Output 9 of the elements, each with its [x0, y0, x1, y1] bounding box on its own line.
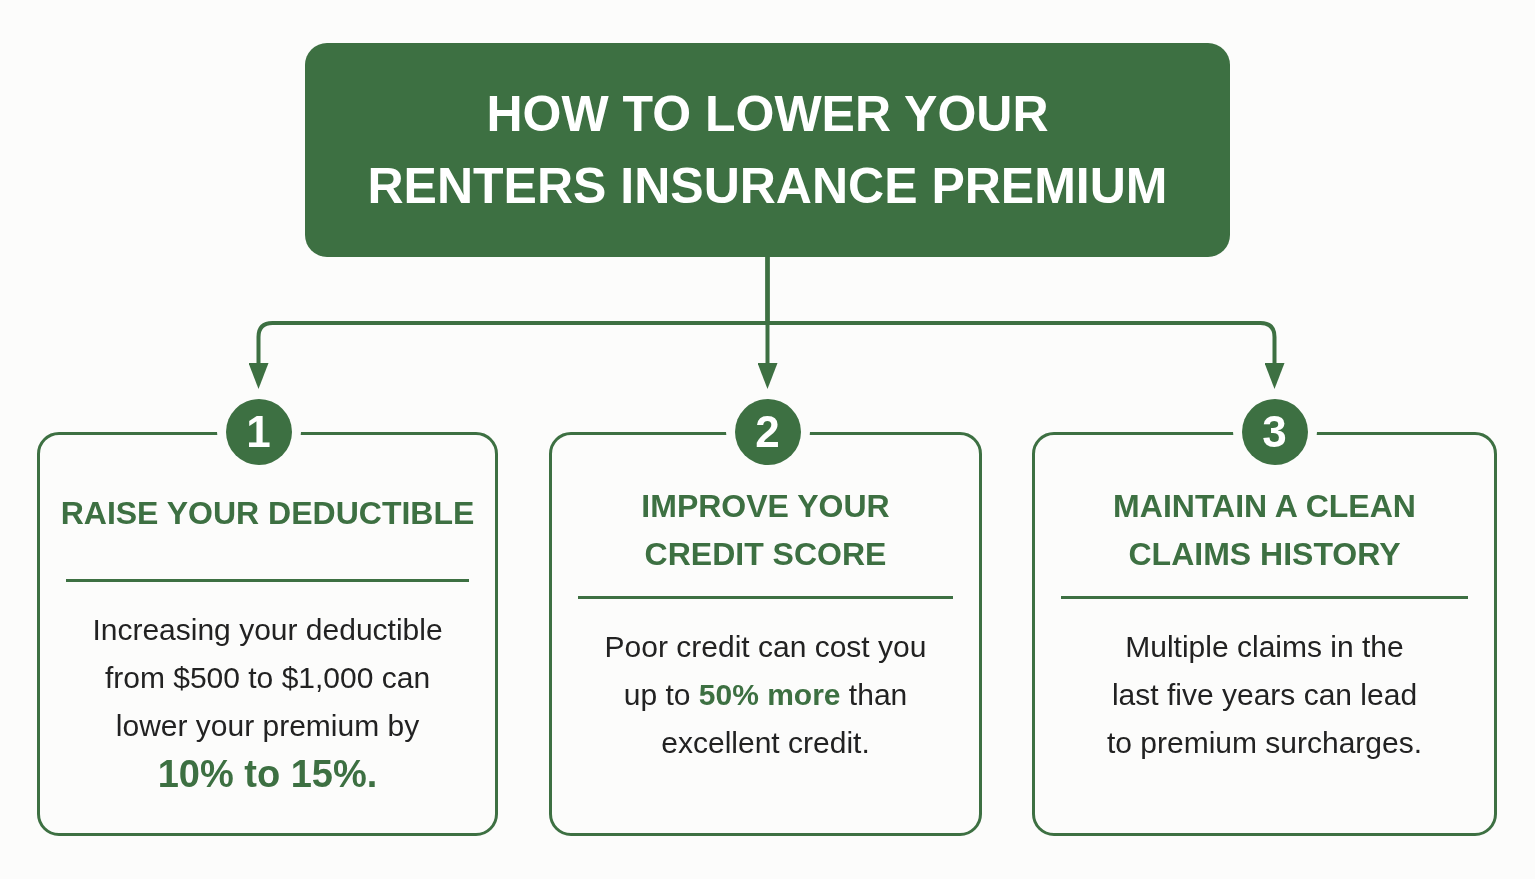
step-description: Multiple claims in the last five years can lead to premium surcharges. [1105, 629, 1424, 761]
title-banner [305, 43, 1230, 257]
connector-arrow [765, 257, 1285, 389]
step-heading: MAINTAIN A CLEAN CLAIMS HISTORY [1112, 487, 1417, 574]
step-heading: IMPROVE YOUR CREDIT SCORE [640, 487, 891, 574]
step-description: Increasing your deductible from $500 to $1,000 can lower your premium by 10% to 15%. [91, 612, 444, 797]
step-description: Poor credit can cost you up to 50% more than excellent credit. [603, 629, 928, 761]
step-heading: RAISE YOUR DEDUCTIBLE [59, 494, 476, 533]
banner-title: HOW TO LOWER YOUR RENTERS INSURANCE PREMIUM [366, 85, 1169, 216]
